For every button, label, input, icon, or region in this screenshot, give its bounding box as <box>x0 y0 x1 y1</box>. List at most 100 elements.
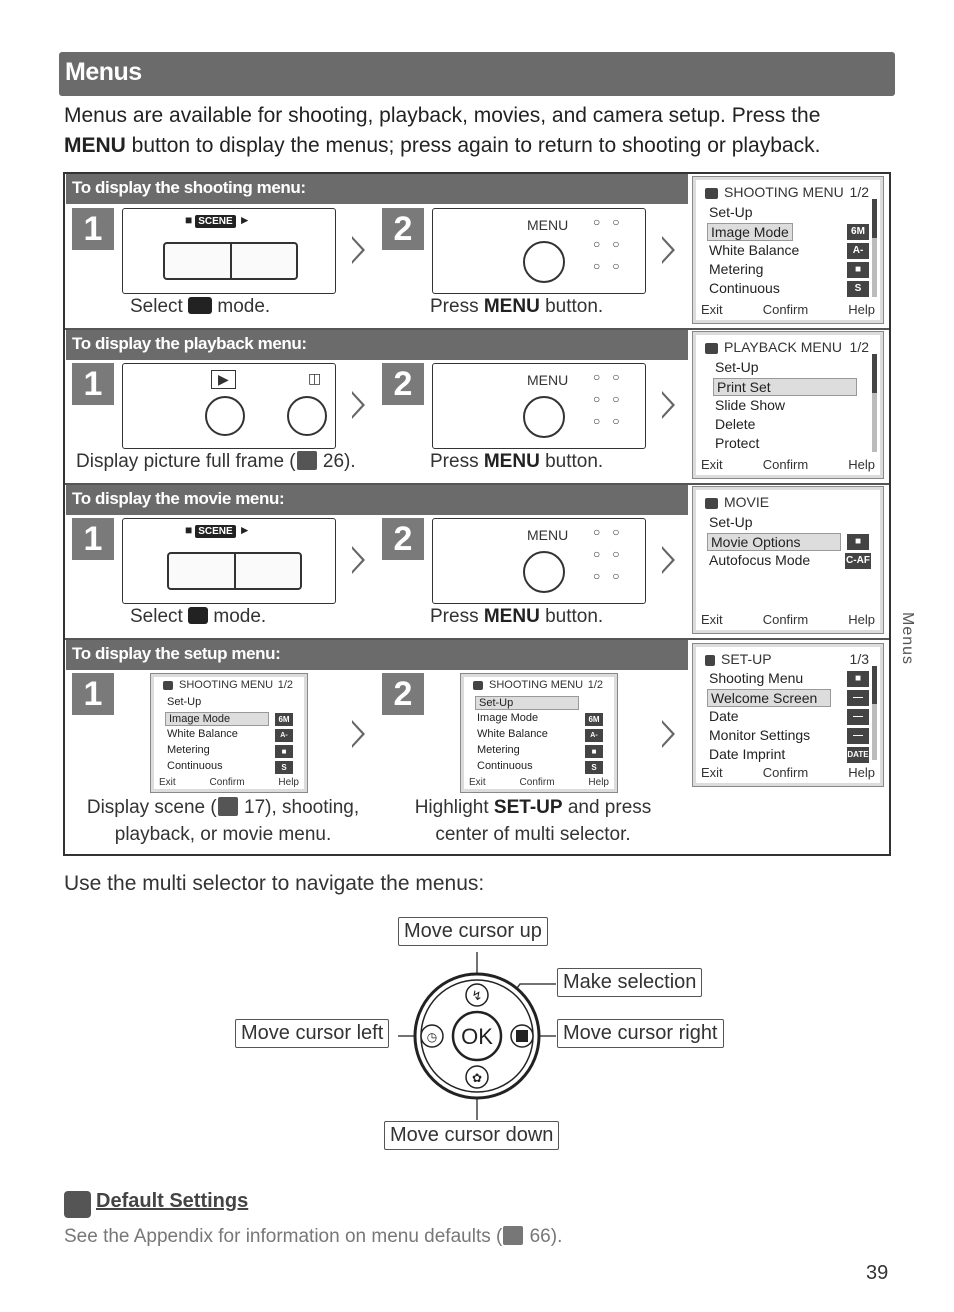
screen-item: Monitor Settings <box>709 727 811 743</box>
step-arrow-icon <box>352 236 365 264</box>
caption-text: mode. <box>212 296 271 317</box>
menu-button-illustration: MENU ○○○○○○ <box>432 363 646 449</box>
step-arrow-icon <box>352 720 365 748</box>
screen-page: 1/3 <box>849 651 869 667</box>
menu-key: MENU <box>64 134 126 157</box>
caption-text: Display scene ( <box>86 797 217 818</box>
exit-label: Exit <box>701 612 723 627</box>
delete-button <box>287 396 327 436</box>
exit-label: Exit <box>159 777 176 788</box>
screen-page: 1/2 <box>849 339 869 355</box>
note-icon <box>64 1191 91 1218</box>
caption-press-menu: Press MENU button. <box>430 606 603 628</box>
navigate-instruction: Use the multi selector to navigate the m… <box>64 872 485 895</box>
screen-title: MOVIE <box>705 494 769 510</box>
section-divider <box>65 328 889 330</box>
screen-item: Metering <box>477 744 520 756</box>
screen-item: Delete <box>715 416 756 432</box>
screen-title-text: SHOOTING MENU <box>724 184 844 200</box>
step-number-2: 2 <box>382 673 424 715</box>
caption-text: and press <box>562 797 652 818</box>
menu-button-illustration: MENU ○○○○○○ <box>432 208 646 294</box>
menu-button-label: MENU <box>527 527 569 543</box>
callout-move-left: Move cursor left <box>235 1019 390 1048</box>
step-number-2: 2 <box>382 363 424 405</box>
screen-item: White Balance <box>709 242 800 258</box>
callout-move-right: Move cursor right <box>557 1019 724 1048</box>
screen-item-selected: Welcome Screen <box>707 689 831 707</box>
mode-switch <box>167 552 302 590</box>
caption-text: Press <box>430 451 484 472</box>
playback-menu-screen: PLAYBACK MENU 1/2 Set-Up Print Set Slide… <box>692 331 884 479</box>
macro-icon <box>465 1065 489 1089</box>
caption-text: Press <box>430 296 484 317</box>
help-label: Help <box>588 777 609 788</box>
continuous-badge: S <box>847 281 869 297</box>
step-number-1: 1 <box>72 208 114 250</box>
movie-icon <box>705 497 718 509</box>
screen-title: PLAYBACK MENU <box>705 339 842 355</box>
screen-item: White Balance <box>477 728 548 740</box>
screen-title-text: MOVIE <box>724 494 770 510</box>
camera-icon <box>163 680 173 690</box>
menu-key: MENU <box>483 451 540 472</box>
menu-button-label: MENU <box>527 372 569 388</box>
screen-item: Set-Up <box>167 696 202 708</box>
note-text: See the Appendix for information on menu… <box>64 1226 562 1248</box>
note-text-end: 66). <box>524 1226 563 1247</box>
image-mode-badge: 6M <box>585 713 603 726</box>
macro-icon: ✿ <box>472 1071 482 1085</box>
play-icon: ▶ <box>211 370 236 389</box>
mode-switch <box>163 242 298 280</box>
screen-title: SET-UP <box>705 651 772 667</box>
intro-line-2-text: button to display the menus; press again… <box>125 134 821 157</box>
side-section-label: Menus <box>899 612 916 666</box>
screen-page: 1/2 <box>587 679 603 691</box>
playback-button-illustration: ▶ ◫ <box>122 363 336 449</box>
step-arrow-icon <box>662 391 675 419</box>
step-number-2: 2 <box>382 518 424 560</box>
callout-make-selection: Make selection <box>557 968 703 997</box>
exit-label: Exit <box>701 302 723 317</box>
movie-options-badge: ■ <box>847 534 869 550</box>
screen-item: Continuous <box>477 760 533 772</box>
step-arrow-icon <box>352 391 365 419</box>
white-balance-badge: A-WB <box>275 729 293 752</box>
caption-display-scene-line-2: playback, or movie menu. <box>114 824 332 845</box>
confirm-label: Confirm <box>762 612 809 627</box>
self-timer-icon: ◷ <box>427 1030 438 1044</box>
white-balance-badge: A-WB <box>585 729 603 752</box>
screen-item: Date <box>709 708 739 724</box>
screen-title: SHOOTING MENU <box>163 679 273 691</box>
caption-text: button. <box>539 296 604 317</box>
screen-item: White Balance <box>167 728 238 740</box>
caption-text: Highlight <box>414 797 494 818</box>
help-label: Help <box>848 457 875 472</box>
step-number-1: 1 <box>72 363 114 405</box>
menu-button <box>523 241 565 283</box>
screen-item: Date Imprint <box>709 746 786 762</box>
flash-icon: ↯ <box>472 988 483 1003</box>
ok-button <box>451 1010 503 1062</box>
screen-item-selected: Image Mode <box>707 223 793 241</box>
play-icon <box>705 342 718 354</box>
screen-page: 1/2 <box>849 184 869 200</box>
caption-text: button. <box>539 451 604 472</box>
monitor-settings-badge: — <box>847 728 869 744</box>
reference-icon <box>503 1226 524 1245</box>
dots-icon: ○○○○○○ <box>593 370 632 428</box>
caption-highlight-setup: Highlight SET-UP and press <box>400 797 666 819</box>
page-number: 39 <box>866 1262 889 1284</box>
dots-icon: ○○○○○○ <box>593 215 632 273</box>
setup-menu-screen: SET-UP 1/3 Shooting Menu Welcome Screen … <box>692 643 884 787</box>
caption-text: Select <box>130 606 189 627</box>
screen-item: Set-Up <box>709 514 753 530</box>
confirm-label: Confirm <box>519 777 555 788</box>
mini-shooting-menu-screen: SHOOTING MENU 1/2 Set-Up Image Mode Whit… <box>150 673 308 793</box>
screen-page: 1/2 <box>277 679 293 691</box>
step-arrow-icon <box>662 236 675 264</box>
confirm-label: Confirm <box>209 777 245 788</box>
